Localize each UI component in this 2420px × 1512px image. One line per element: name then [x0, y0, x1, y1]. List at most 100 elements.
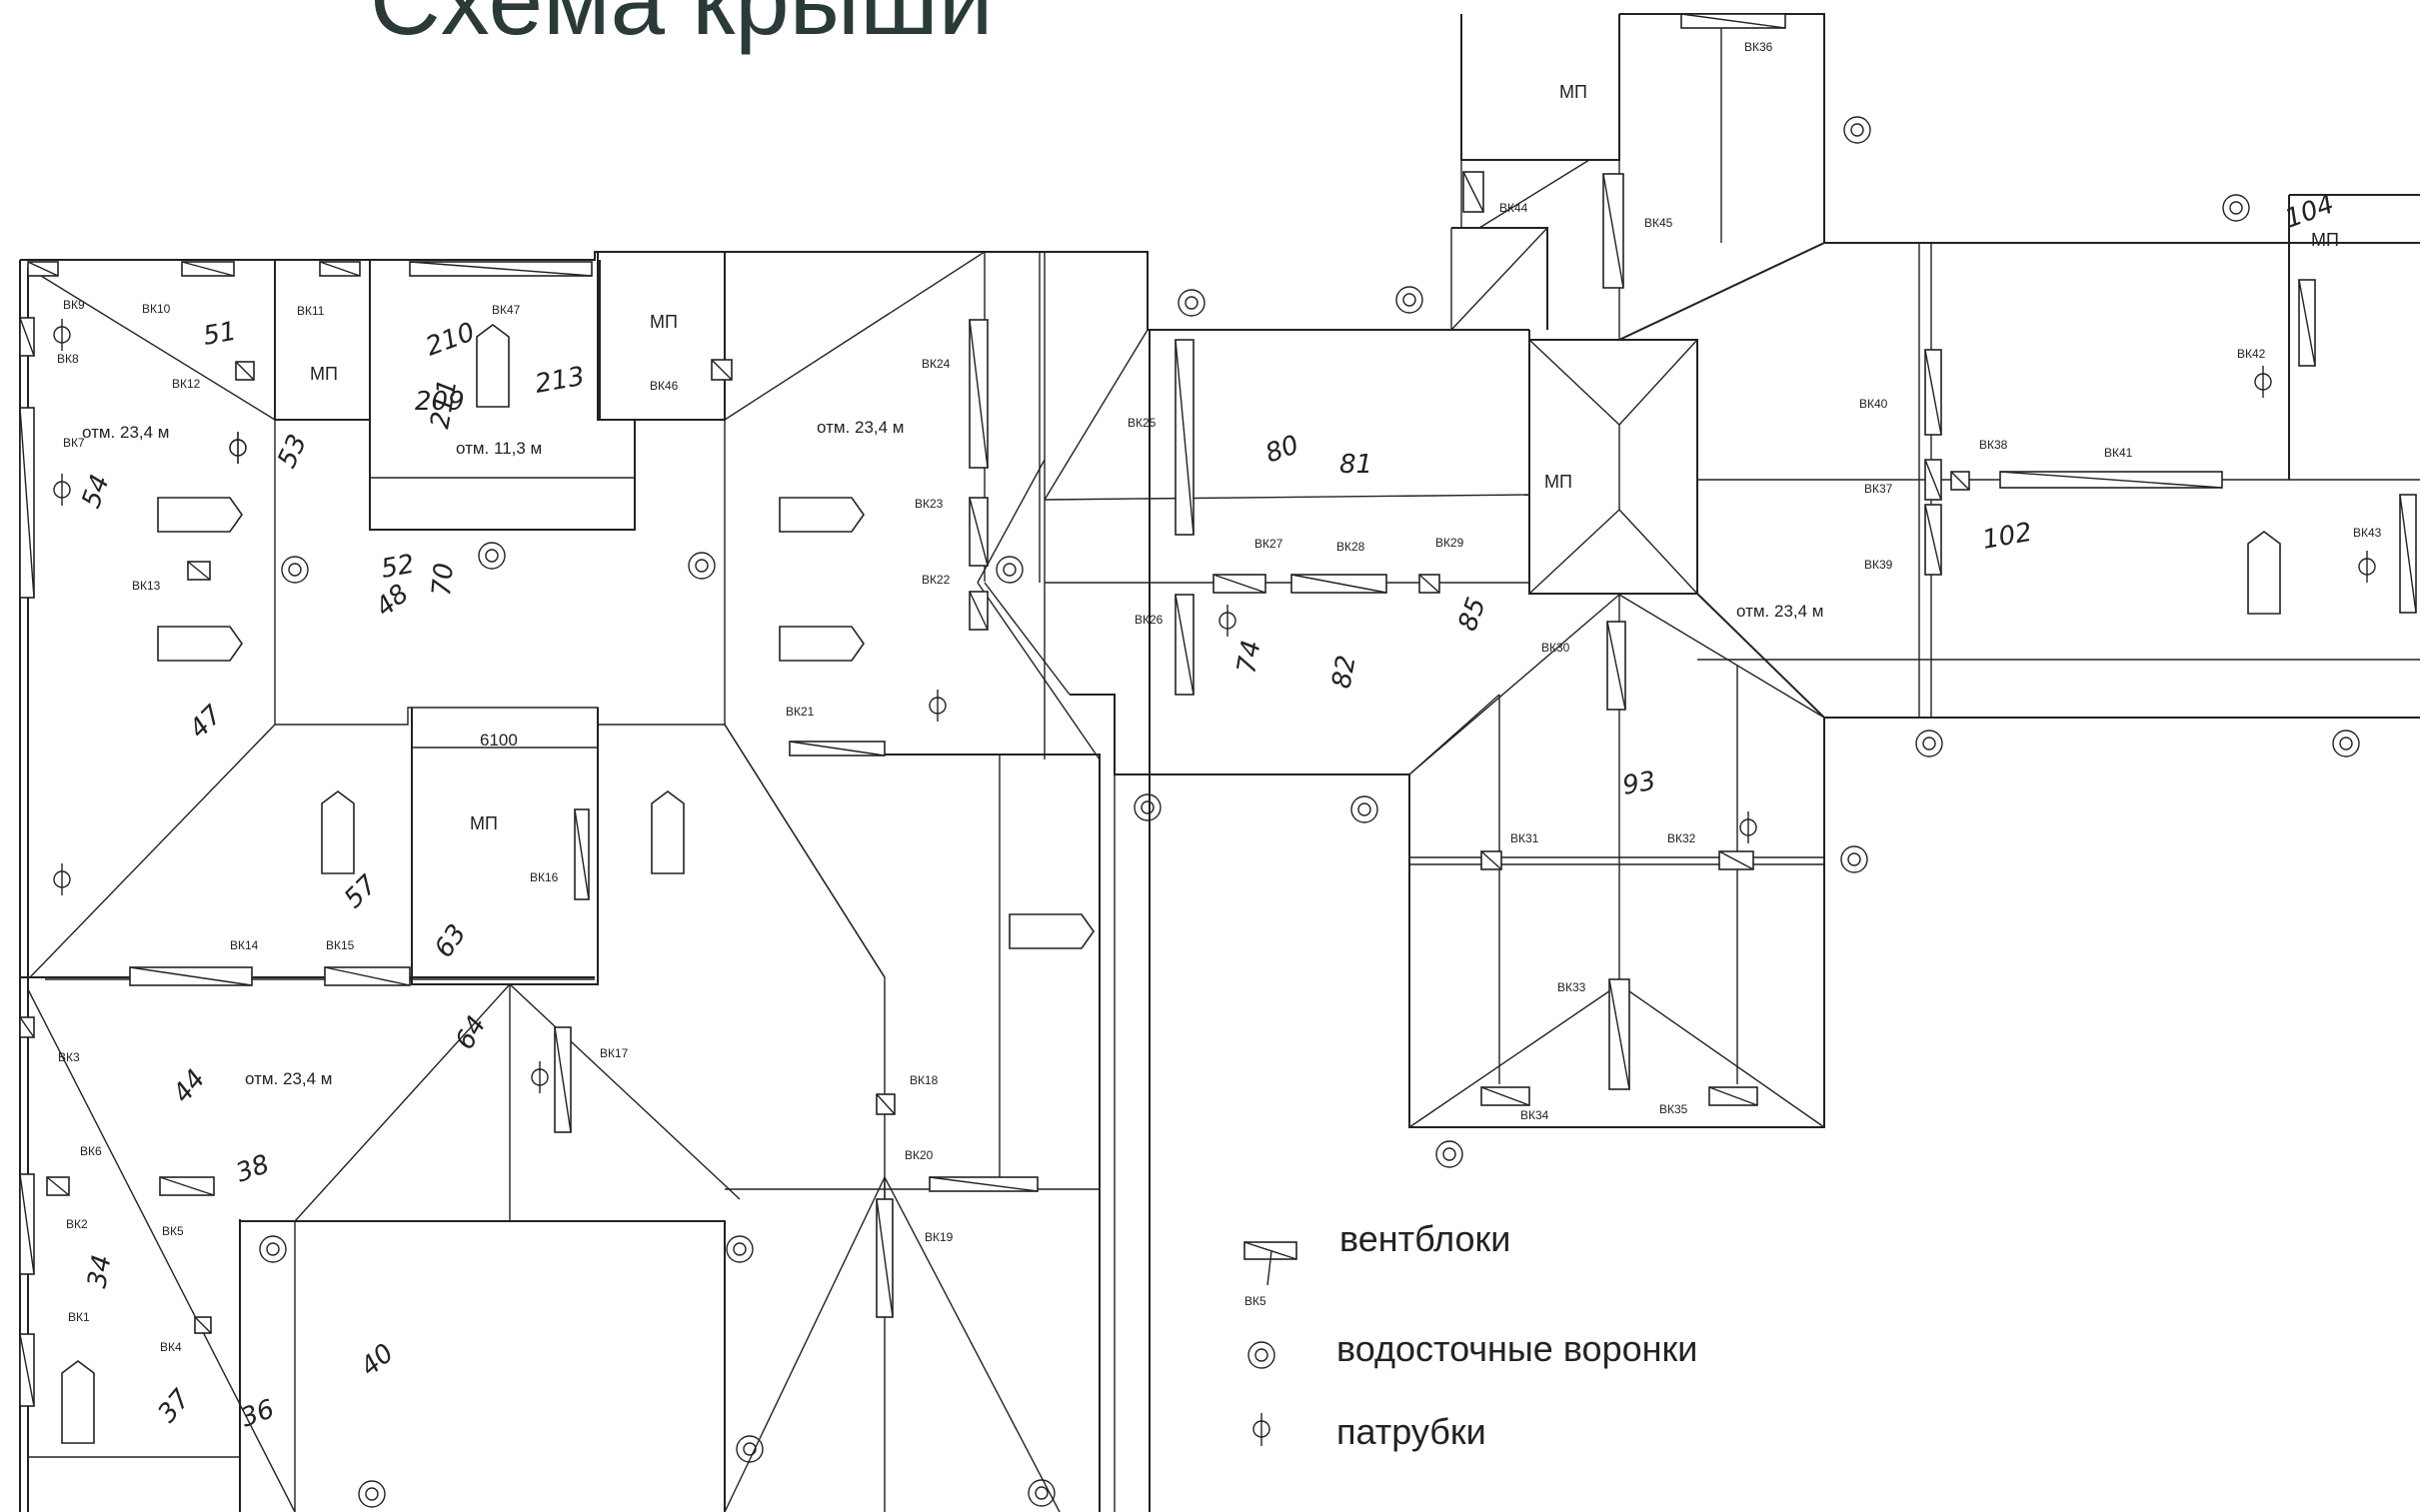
pipe-stub	[53, 319, 71, 351]
handwritten-note: 82	[1326, 653, 1361, 691]
drain-funnel	[996, 556, 1024, 584]
pipe-stub	[53, 474, 71, 506]
vent-block: ВК43	[2353, 494, 2417, 614]
vent-label: ВК42	[2237, 347, 2266, 361]
drain-funnel	[1395, 286, 1423, 314]
vent-label: ВК32	[1667, 831, 1696, 845]
ridge-vent	[157, 497, 243, 533]
handwritten-note: 52	[379, 550, 417, 585]
drain-funnel	[259, 1235, 287, 1263]
vent-label: ВК1	[68, 1310, 90, 1324]
vent-block: ВК3	[19, 1016, 80, 1064]
handwritten-note: 70	[427, 562, 460, 598]
ridge-vent	[61, 1360, 95, 1444]
vent-block: ВК23	[915, 497, 989, 567]
ridge-vent	[476, 324, 510, 408]
vent-block: ВК39	[1864, 504, 1942, 576]
vent-block: ВК46	[650, 359, 733, 393]
vent-block: ВК33	[1557, 978, 1630, 1090]
vent-label: ВК21	[786, 705, 815, 719]
vent-block: ВК42	[2237, 279, 2316, 367]
vent-block: ВК21	[786, 705, 886, 756]
vent-label: ВК26	[1135, 613, 1164, 627]
handwritten-note: 74	[1231, 638, 1266, 676]
vent-label: ВК20	[905, 1148, 934, 1162]
mp-label: МП	[310, 364, 338, 384]
legend-vent-sample: ВК5	[1244, 1294, 1266, 1308]
vent-label: ВК24	[922, 357, 951, 371]
vent-block: ВК6	[46, 1144, 102, 1196]
handwritten-note: 53	[272, 430, 313, 473]
ridge-vent	[651, 790, 685, 874]
vent-block: ВК11	[297, 261, 361, 318]
vent-label: ВК9	[63, 298, 85, 312]
vent-label: ВК43	[2353, 526, 2382, 540]
vent-label: ВК38	[1979, 438, 2008, 452]
elevation-label: отм. 23,4 м	[817, 418, 905, 437]
vent-label: ВК33	[1557, 980, 1586, 994]
ridge-vent	[779, 626, 865, 662]
drain-funnel	[1134, 793, 1162, 821]
vent-label: ВК23	[915, 497, 944, 511]
vent-label: ВК31	[1510, 831, 1539, 845]
vent-block: ВК4	[160, 1316, 212, 1354]
ridge-vent	[157, 626, 243, 662]
vent-label: ВК18	[910, 1073, 939, 1087]
vent-label: ВК5	[162, 1224, 184, 1238]
drain-funnel	[688, 552, 716, 580]
vent-label: ВК7	[63, 436, 85, 450]
handwritten-note: 37	[152, 1384, 197, 1429]
mp-labels: МП МП МП МП МП МП	[310, 82, 2339, 833]
elevation-labels: отм. 23,4 м отм. 11,3 м отм. 23,4 м отм.…	[82, 418, 1824, 1088]
vent-label: ВК36	[1744, 40, 1773, 54]
vent-label: ВК41	[2104, 446, 2133, 460]
handwritten-note: 210	[422, 317, 479, 362]
drain-funnel	[281, 556, 309, 584]
page-title: Схема крыши	[370, 0, 993, 55]
pipe-stub	[1218, 605, 1236, 637]
vent-block: ВК17	[554, 1026, 629, 1133]
vent-label: ВК34	[1520, 1108, 1549, 1122]
ridge-vent	[779, 497, 865, 533]
vent-block: ВК40	[1859, 349, 1942, 436]
vent-label: ВК11	[297, 304, 325, 318]
vent-block: ВК9	[27, 261, 85, 312]
vent-block: ВК20	[905, 1148, 1039, 1192]
vent-label: ВК25	[1128, 416, 1157, 430]
vent-block: ВК38	[1950, 438, 2008, 491]
handwritten-note: 34	[82, 1252, 117, 1290]
elevation-label: отм. 11,3 м	[456, 439, 542, 458]
vent-label: ВК40	[1859, 397, 1888, 411]
vent-block: ВК13	[132, 561, 211, 593]
vent-block: ВК45	[1602, 173, 1673, 289]
vent-label: ВК13	[132, 579, 161, 593]
vent-block: ВК25	[1128, 339, 1195, 536]
drain-funnel	[726, 1235, 754, 1263]
legend-vent-label: вентблоки	[1339, 1218, 1510, 1259]
vent-label: ВК45	[1644, 216, 1673, 230]
pipe-stub	[2254, 366, 2272, 398]
handwritten-note: 93	[1620, 766, 1658, 801]
vent-label: ВК44	[1499, 201, 1528, 215]
drain-funnel	[478, 542, 506, 570]
mp-label: МП	[650, 312, 678, 332]
drain-funnel	[1178, 289, 1206, 317]
handwritten-note: 211	[425, 377, 463, 431]
handwritten-note: 54	[76, 471, 116, 512]
vent-block: ВК2	[19, 1173, 88, 1275]
handwritten-note: 81	[1339, 450, 1372, 480]
legend-vent-icon	[1243, 1241, 1297, 1286]
drain-funnel	[358, 1480, 386, 1508]
vent-label: ВК15	[326, 938, 355, 952]
handwritten-note: 57	[339, 869, 384, 914]
vent-block: ВК24	[922, 319, 989, 469]
ridge-vent	[1009, 913, 1095, 949]
legend-drain-icon	[1247, 1341, 1275, 1369]
drain-funnel	[2222, 194, 2250, 222]
handwritten-note: 48	[370, 579, 415, 623]
vent-block: ВК19	[876, 1198, 954, 1318]
handwritten-note: 64	[450, 1011, 493, 1055]
vent-block: ВК26	[1135, 594, 1195, 696]
elevation-label: отм. 23,4 м	[1736, 602, 1824, 621]
vent-label: ВК14	[230, 938, 259, 952]
